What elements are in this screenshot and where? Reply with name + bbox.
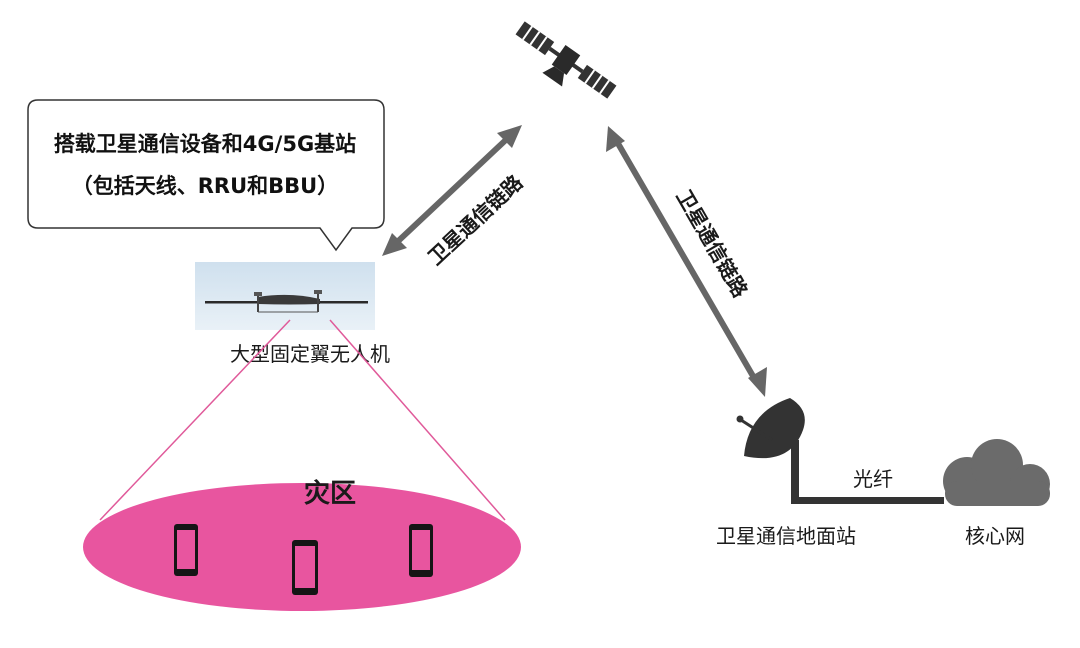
fiber-label: 光纤 bbox=[853, 467, 893, 491]
dish-icon bbox=[736, 398, 944, 504]
callout-text-line2: （包括天线、RRU和BBU） bbox=[71, 174, 339, 198]
disaster-label: 灾区 bbox=[304, 478, 356, 509]
link-arrow-drone-satellite bbox=[382, 125, 522, 256]
core-network-label: 核心网 bbox=[965, 524, 1025, 548]
drone-label: 大型固定翼无人机 bbox=[230, 342, 390, 366]
callout-text-line1: 搭载卫星通信设备和4G/5G基站 bbox=[53, 132, 357, 156]
link-label-drone-satellite: 卫星通信链路 bbox=[423, 170, 528, 270]
cloud-icon bbox=[943, 439, 1050, 506]
beam-left bbox=[99, 319, 291, 521]
link-arrow-satellite-ground bbox=[606, 126, 767, 397]
phone-icon bbox=[292, 540, 318, 595]
phone-icon bbox=[174, 524, 198, 576]
link-label-satellite-ground: 卫星通信链路 bbox=[672, 186, 753, 303]
beam-right bbox=[329, 319, 506, 521]
phone-icon bbox=[409, 524, 433, 577]
ground-station-label: 卫星通信地面站 bbox=[716, 524, 856, 548]
drone-icon bbox=[195, 262, 375, 330]
satellite-icon bbox=[515, 21, 617, 99]
callout-bubble bbox=[27, 99, 385, 252]
